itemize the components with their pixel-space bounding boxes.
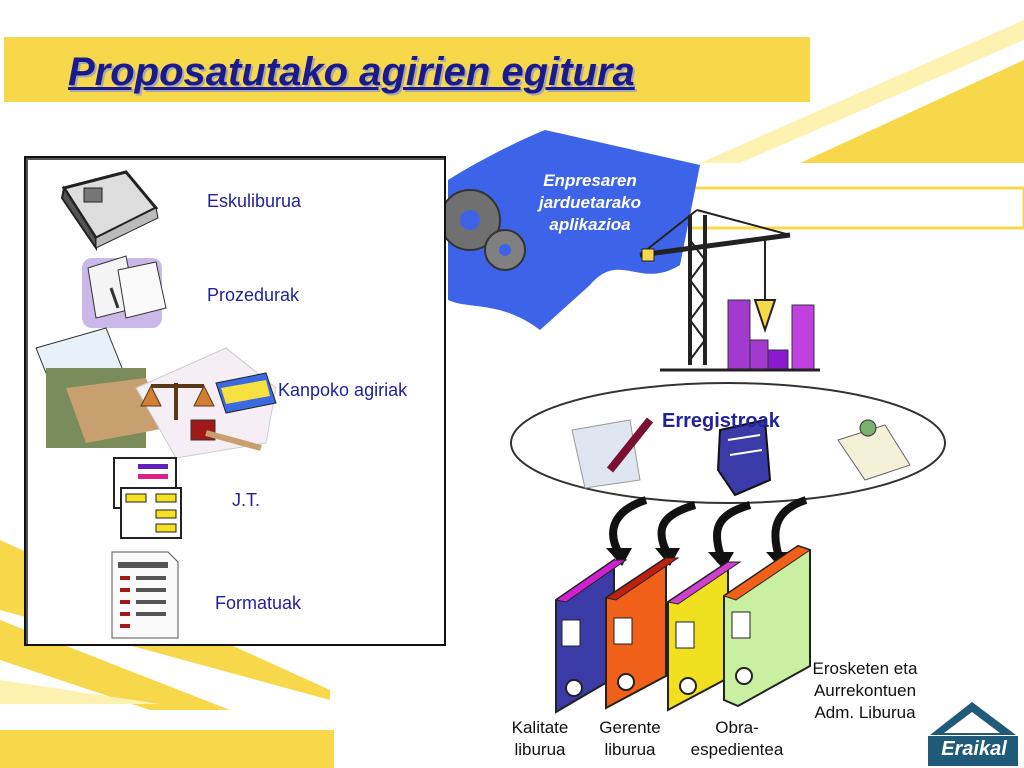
ledger-icon (716, 418, 772, 497)
logo-text: Eraikal (941, 738, 1007, 760)
application-banner (448, 130, 700, 330)
doc-label-manual: Eskuliburua (207, 191, 302, 211)
binder-purchases (722, 544, 812, 708)
crane-construction-icon (639, 209, 820, 372)
binder-label-purchases-1: Erosketen eta (812, 659, 918, 678)
manual-book-icon (60, 170, 159, 252)
gears-icon (439, 189, 526, 271)
application-line-1: Enpresaren (543, 171, 637, 190)
application-line-3: aplikazioa (549, 215, 631, 234)
binder-label-purchases: Erosketen eta Aurrekontuen Adm. Liburua (800, 658, 930, 724)
binder-label-quality-1: Kalitate (511, 718, 569, 737)
records-arrowheads (606, 548, 792, 570)
doc-label-jt: J.T. (232, 490, 261, 510)
stripe-top-right-3 (860, 95, 1024, 163)
stripe-top-right-2 (800, 60, 1024, 163)
binders (554, 544, 812, 714)
doc-label-external: Kanpoko agiriak (278, 380, 408, 400)
form-icon (111, 551, 179, 639)
binder-label-manager-2: liburua (604, 740, 656, 759)
stripe-bottom-band (0, 730, 334, 768)
stripe-top-right-1 (700, 20, 1024, 163)
procedure-papers-icon (82, 255, 167, 328)
application-label: Enpresaren jarduetarako aplikazioa (520, 170, 660, 236)
binder-manager (604, 556, 680, 710)
binder-label-purchases-2: Aurrekontuen (813, 681, 917, 700)
application-line-2: jarduetarako (538, 193, 642, 212)
records-label: Erregistroak (662, 410, 780, 432)
legal-scales-icon (35, 327, 277, 459)
binder-label-work-file-2: espedientea (690, 740, 784, 759)
title-band (4, 37, 810, 102)
binder-label-manager-1: Gerente (599, 718, 661, 737)
binder-label-quality-2: liburua (514, 740, 566, 759)
doc-label-procedures: Prozedurak (207, 285, 300, 305)
binder-label-purchases-3: Adm. Liburua (814, 703, 916, 722)
binder-label-work-file: Obra- espedientea (682, 717, 792, 761)
binder-label-work-file-1: Obra- (715, 718, 759, 737)
binder-label-quality: Kalitate liburua (500, 717, 580, 761)
clipboard-icon (837, 419, 911, 481)
stripe-bottom-outline (0, 680, 160, 704)
binder-label-manager: Gerente liburua (590, 717, 670, 761)
doc-label-formats: Formatuak (215, 593, 302, 613)
pen-paper-icon (571, 417, 654, 489)
flowchart-icon (113, 457, 182, 539)
eraikal-logo (928, 702, 1018, 766)
page-title: Proposatutako agirien egitura (68, 50, 635, 94)
documents-icons (35, 170, 277, 639)
